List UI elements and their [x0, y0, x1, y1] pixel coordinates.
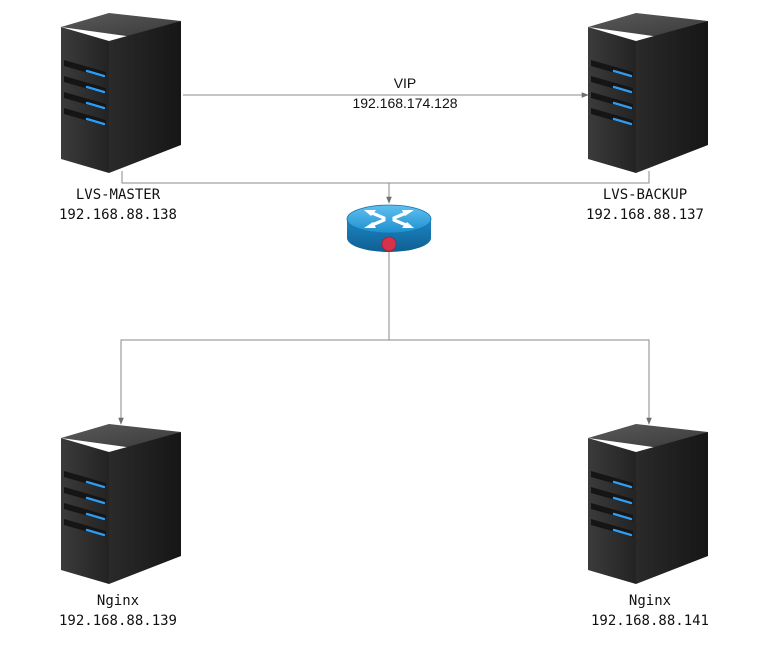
lvs-backup-node: LVS-BACKUP 192.168.88.137 [586, 13, 710, 223]
nginx-1-ip: 192.168.88.139 [59, 613, 177, 629]
lvs-master-node: LVS-MASTER 192.168.88.138 [59, 13, 183, 223]
nginx-2-ip: 192.168.88.141 [591, 613, 709, 629]
router-to-nginx-2-arrow [389, 339, 652, 425]
lvs-backup-name: LVS-BACKUP [603, 187, 687, 203]
vip-name: VIP [394, 75, 417, 91]
server-icon [61, 424, 183, 584]
server-icon [61, 13, 183, 173]
nginx-2-node: Nginx 192.168.88.141 [588, 424, 710, 629]
nginx-1-node: Nginx 192.168.88.139 [59, 424, 183, 629]
server-icon [588, 13, 710, 173]
lvs-backup-ip: 192.168.88.137 [586, 207, 704, 223]
lvs-master-name: LVS-MASTER [76, 187, 161, 203]
backup-to-router-link [389, 171, 650, 184]
router-icon [346, 204, 432, 252]
vip-address: 192.168.174.128 [352, 95, 457, 111]
lvs-master-ip: 192.168.88.138 [59, 207, 177, 223]
nginx-2-name: Nginx [629, 593, 671, 609]
nginx-1-name: Nginx [97, 593, 139, 609]
router-to-nginx-1-arrow [118, 339, 389, 425]
router-status-dot [381, 236, 397, 252]
server-icon [588, 424, 710, 584]
master-to-router-link [121, 171, 389, 184]
